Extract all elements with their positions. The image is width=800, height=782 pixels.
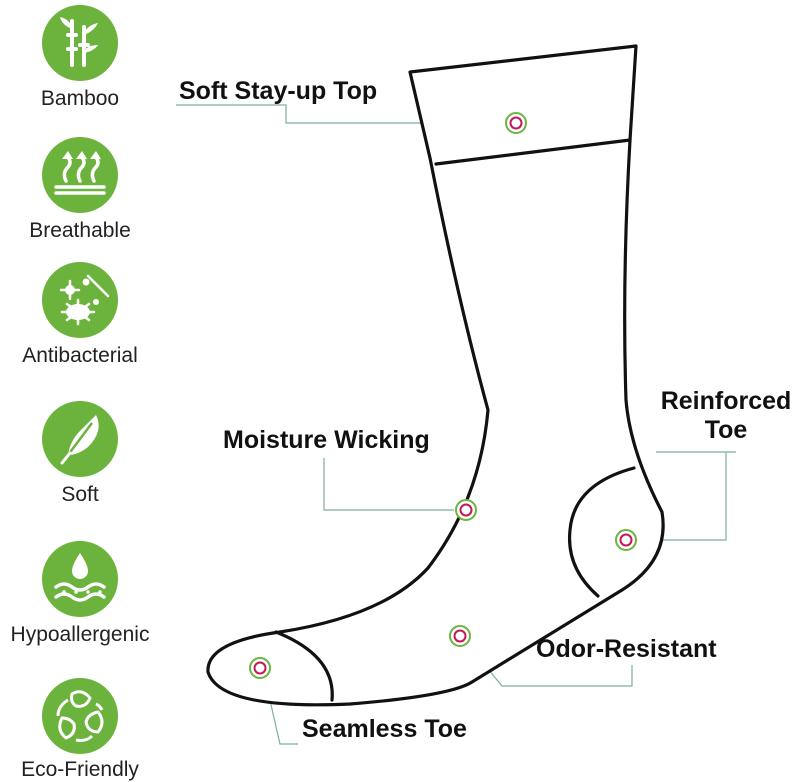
feature-label: Eco-Friendly (21, 758, 139, 781)
feature-breathable: Breathable (0, 137, 160, 243)
callout-reinforced-toe: Reinforced Toe (646, 387, 800, 445)
feature-markers (249, 112, 637, 679)
bamboo-icon (42, 5, 118, 81)
sock-diagram: Soft Stay-up Top Moisture Wicking Reinfo… (160, 0, 800, 782)
antibacterial-icon (42, 262, 118, 338)
callout-odor-resistant: Odor-Resistant (536, 635, 717, 663)
feature-soft: Soft (0, 401, 160, 507)
feature-label: Bamboo (40, 87, 120, 110)
recycle-leaves-icon (42, 678, 118, 754)
feature-hypoallergenic: Hypoallergenic (0, 541, 160, 647)
feature-eco-friendly: Eco-Friendly (0, 678, 160, 782)
feather-icon (42, 401, 118, 477)
feature-label: Hypoallergenic (10, 623, 150, 646)
feature-list: Bamboo Breathable (0, 0, 160, 782)
callout-seamless-toe: Seamless Toe (302, 715, 467, 743)
feature-bamboo: Bamboo (0, 5, 160, 111)
sock-illustration (176, 44, 736, 745)
callout-reinforced-line2: Toe (704, 415, 748, 444)
water-drop-icon (42, 541, 118, 617)
callout-soft-stay-up-top: Soft Stay-up Top (179, 77, 378, 105)
feature-label: Breathable (29, 219, 131, 242)
feature-label: Antibacterial (22, 344, 138, 367)
sock-outline (206, 44, 665, 707)
feature-antibacterial: Antibacterial (0, 262, 160, 368)
callout-moisture-wicking: Moisture Wicking (223, 426, 430, 454)
breathable-arrows-icon (42, 137, 118, 213)
sock-seams (274, 138, 636, 702)
feature-label: Soft (61, 483, 99, 506)
callout-reinforced-line1: Reinforced (660, 387, 792, 415)
